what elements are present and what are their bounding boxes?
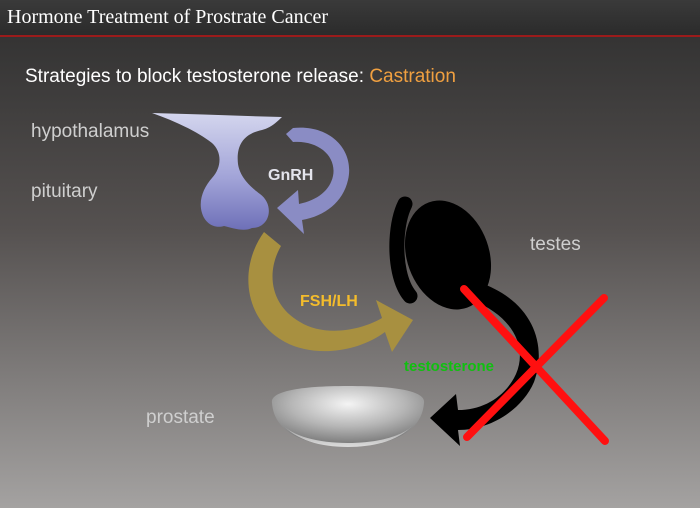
heading-accent: Castration: [369, 66, 456, 87]
label-prostate: prostate: [146, 407, 215, 428]
block-x-icon: [460, 285, 609, 445]
heading-text: Strategies to block testosterone release…: [25, 66, 370, 87]
prostate-shape: [271, 386, 425, 446]
label-hypothalamus: hypothalamus: [31, 121, 150, 142]
fsh-lh-label: FSH/LH: [300, 293, 358, 310]
gnrh-label: GnRH: [268, 167, 313, 184]
gnrh-arrow: [277, 127, 350, 234]
label-testes: testes: [530, 234, 581, 255]
prostate-base: [282, 424, 414, 447]
fsh-lh-arrow: [248, 232, 413, 352]
pituitary-gland-shape: [152, 113, 282, 230]
testis-shape: [404, 200, 492, 310]
label-pituitary: pituitary: [31, 181, 98, 202]
slide-heading: Strategies to block testosterone release…: [25, 66, 456, 88]
slide-title: Hormone Treatment of Prostrate Cancer: [7, 6, 329, 28]
epididymis-tube: [389, 196, 418, 304]
testosterone-label: testosterone: [404, 358, 494, 375]
testosterone-arrow: [430, 282, 539, 446]
title-bar: Hormone Treatment of Prostrate Cancer: [0, 0, 700, 37]
